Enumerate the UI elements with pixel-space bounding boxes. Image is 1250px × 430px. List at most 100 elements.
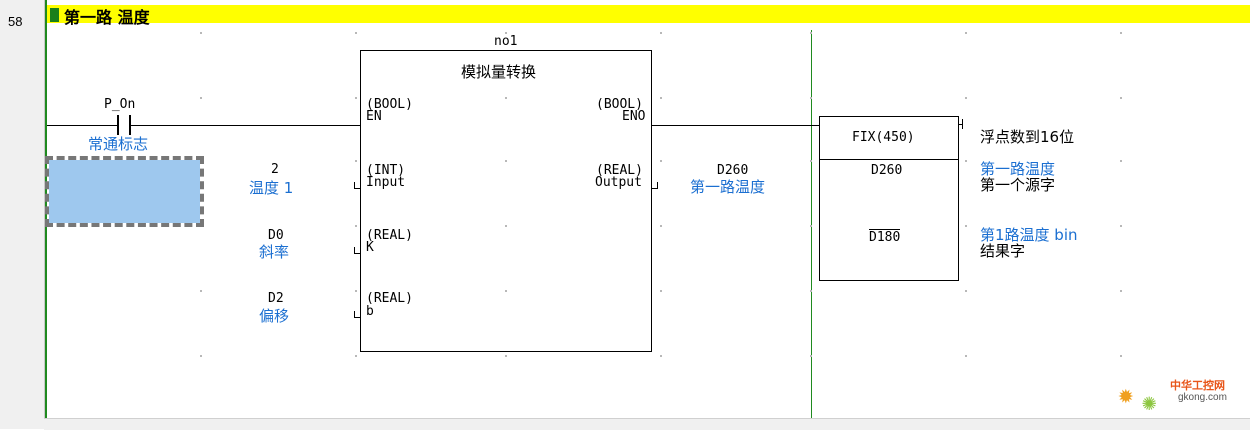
stub-input-v — [354, 182, 355, 189]
input-value[interactable]: 2 — [271, 162, 279, 177]
grid-dot — [355, 290, 357, 292]
stub-k-v — [354, 247, 355, 254]
grid-dot — [660, 290, 662, 292]
grid-dot — [355, 32, 357, 34]
pin-b-name: b — [366, 304, 374, 319]
contact-left-bar — [117, 115, 119, 135]
pin-b-type: (REAL) — [366, 291, 413, 306]
pin-output-name: Output — [595, 175, 642, 190]
fix-operand2-desc: 结果字 — [980, 242, 1026, 260]
grid-dot — [355, 225, 357, 227]
fix-operand1-desc: 第一个源字 — [980, 176, 1056, 194]
grid-dot — [1120, 290, 1122, 292]
watermark-brand: 中华工控网 — [1170, 379, 1225, 392]
grid-dot — [660, 32, 662, 34]
pin-eno-name: ENO — [622, 109, 646, 124]
grid-dot — [505, 160, 507, 162]
grid-dot — [1120, 97, 1122, 99]
stub-output — [652, 188, 658, 189]
right-section-rail — [811, 30, 812, 429]
grid-dot — [660, 97, 662, 99]
grid-dot — [810, 32, 812, 34]
pin-k-name: K — [366, 240, 374, 255]
stub-b — [354, 317, 360, 318]
grid-dot — [965, 355, 967, 357]
grid-dot — [200, 32, 202, 34]
grid-dot — [965, 32, 967, 34]
watermark-site: gkong.com — [1178, 392, 1227, 403]
grid-dot — [1120, 160, 1122, 162]
stub-b-v — [354, 311, 355, 318]
grid-dot — [355, 355, 357, 357]
grid-dot — [660, 225, 662, 227]
function-block-box[interactable] — [360, 50, 652, 352]
grid-dot — [660, 160, 662, 162]
fix-end-stub — [959, 124, 963, 125]
pin-en-type: (BOOL) — [366, 97, 413, 112]
contact-address[interactable]: P_On — [104, 97, 136, 112]
fb-title: 模拟量转换 — [461, 63, 537, 81]
stub-input — [354, 188, 360, 189]
k-comment: 斜率 — [259, 243, 290, 261]
fix-operand2[interactable]: D180 — [869, 229, 901, 245]
grid-dot — [200, 160, 202, 162]
contact-right-bar — [129, 115, 131, 135]
pin-k-type: (REAL) — [366, 228, 413, 243]
rung-comment[interactable]: 第一路 温度 — [64, 8, 150, 27]
grid-dot — [355, 160, 357, 162]
gear-icon: ✹ — [1118, 380, 1134, 410]
fix-operand1-comment: 第一路温度 — [980, 160, 1056, 178]
grid-dot — [355, 97, 357, 99]
contact-comment: 常通标志 — [88, 135, 149, 153]
wire-fb-to-fix — [652, 125, 819, 126]
pin-eno-type: (BOOL) — [596, 97, 643, 112]
input-comment: 温度 1 — [249, 179, 294, 197]
fix-separator — [819, 159, 959, 160]
grid-dot — [810, 97, 812, 99]
wire-contact-to-fb — [131, 125, 360, 126]
rung-gutter — [0, 0, 45, 429]
rung-comment-bar[interactable] — [47, 5, 1250, 23]
grid-dot — [200, 355, 202, 357]
pin-output-type: (REAL) — [596, 163, 643, 178]
k-value[interactable]: D0 — [268, 228, 284, 243]
left-power-rail — [45, 0, 47, 429]
grid-dot — [200, 97, 202, 99]
grid-dot — [1120, 32, 1122, 34]
pin-en-name: EN — [366, 109, 382, 124]
fix-description: 浮点数到16位 — [980, 128, 1075, 146]
rung-number[interactable]: 58 — [8, 14, 23, 29]
grid-dot — [810, 355, 812, 357]
stub-k — [354, 253, 360, 254]
grid-dot — [810, 225, 812, 227]
fix-operand1[interactable]: D260 — [871, 163, 903, 178]
b-value[interactable]: D2 — [268, 291, 284, 306]
fix-title: FIX(450) — [852, 130, 915, 145]
grid-dot — [200, 225, 202, 227]
stub-output-v — [657, 182, 658, 189]
output-value[interactable]: D260 — [717, 163, 749, 178]
pin-input-type: (INT) — [366, 163, 406, 178]
output-comment: 第一路温度 — [690, 178, 766, 196]
grid-dot — [965, 290, 967, 292]
wire-rail-to-contact — [47, 125, 117, 126]
horizontal-scrollbar[interactable] — [44, 418, 1250, 430]
grid-dot — [200, 290, 202, 292]
grid-dot — [505, 225, 507, 227]
grid-dot — [965, 160, 967, 162]
grid-dot — [965, 225, 967, 227]
grid-dot — [1120, 355, 1122, 357]
gear-icon-small: ✺ — [1142, 388, 1157, 416]
fb-instance-name[interactable]: no1 — [494, 34, 518, 49]
grid-dot — [810, 160, 812, 162]
grid-dot — [810, 290, 812, 292]
watermark-logo: ✹ ✺ 中华工控网 gkong.com — [1112, 370, 1242, 420]
rung-comment-marker — [50, 8, 59, 22]
grid-dot — [660, 355, 662, 357]
grid-dot — [505, 290, 507, 292]
grid-dot — [965, 97, 967, 99]
grid-dot — [505, 355, 507, 357]
selected-cell[interactable] — [45, 156, 204, 227]
fix-instruction-box[interactable] — [819, 116, 959, 281]
grid-dot — [1120, 225, 1122, 227]
